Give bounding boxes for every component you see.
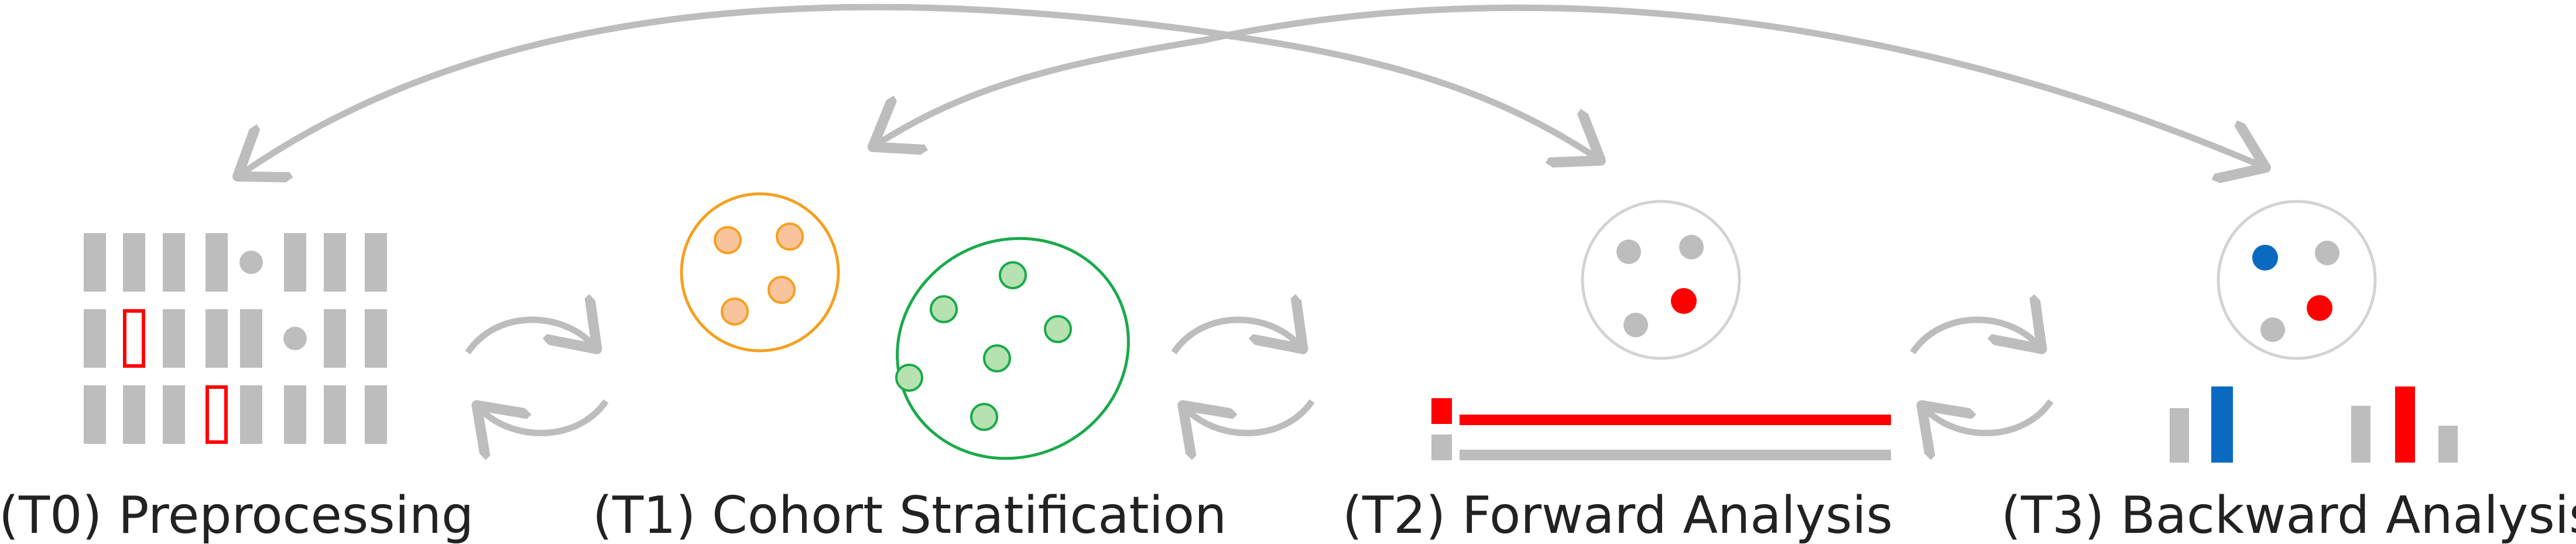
matrix-cell (123, 233, 145, 292)
sample-dot (2260, 317, 2285, 342)
curved-arrow-icon (1199, 4, 2260, 165)
sample-dot (1623, 313, 1648, 337)
sample-dot (895, 364, 923, 392)
matrix-cell (163, 233, 185, 292)
sample-dot (1616, 240, 1641, 264)
matrix-cell (240, 385, 262, 444)
stage-label-t3: (T3) Backward Analysis (2001, 485, 2576, 544)
matrix-missing-value (283, 327, 307, 350)
timeline-bar-gray (1460, 450, 1891, 460)
matrix-cell (240, 309, 262, 368)
bar-blue (2211, 386, 2233, 463)
sample-dot (776, 223, 804, 251)
sample-dot (970, 403, 998, 431)
cohort-cluster-icon (680, 192, 1130, 460)
matrix-cell (284, 385, 306, 444)
matrix-cell (365, 233, 387, 292)
cycle-arrows (465, 320, 2054, 433)
matrix-cell (205, 309, 228, 368)
green-cohort (896, 237, 1130, 460)
matrix-cell (205, 233, 228, 292)
matrix-missing-value (239, 251, 263, 274)
timeline-marker-red (1431, 398, 1452, 424)
cycle-arrows-icon (1171, 320, 1315, 433)
bar (2170, 408, 2189, 463)
sample-dot-highlighted (2307, 295, 2332, 321)
matrix-cell (324, 233, 346, 292)
curved-arrow-icon (1223, 32, 1595, 157)
curved-arrow-icon (243, 4, 1230, 173)
cycle-arrows-icon (1910, 320, 2054, 433)
matrix-cell (284, 233, 306, 292)
sample-dot-blue (2252, 245, 2278, 271)
timeline-bar-red (1460, 415, 1891, 425)
stage-labels: (T0) Preprocessing (T1) Cohort Stratific… (0, 485, 2576, 544)
bar (2438, 426, 2458, 463)
top-arrows (243, 4, 2260, 173)
curved-arrow-icon (1171, 320, 1299, 355)
matrix-cell (84, 385, 106, 444)
matrix-flagged-cell (205, 385, 228, 444)
sample-dot (768, 276, 796, 304)
sample-dots-icon (1581, 200, 1741, 360)
matrix-cell (123, 385, 145, 444)
curved-arrow-icon (1910, 320, 2037, 355)
matrix-cell (365, 385, 387, 444)
sample-dot-highlighted (1671, 288, 1697, 314)
data-matrix-icon (84, 233, 387, 444)
curved-arrow-icon (878, 36, 1207, 143)
sample-dot (2315, 241, 2339, 265)
sample-dots-icon (2217, 200, 2377, 360)
matrix-cell (324, 385, 346, 444)
curved-arrow-icon (465, 320, 592, 355)
backward-analysis-icon (2170, 200, 2458, 463)
sample-dot (721, 297, 749, 326)
bar-chart-icon (2170, 386, 2458, 463)
stage-label-t2: (T2) Forward Analysis (1342, 485, 1893, 544)
matrix-cell (163, 309, 185, 368)
forward-analysis-icon (1431, 200, 1891, 460)
sample-dot (1679, 235, 1704, 259)
sample-dot (714, 226, 742, 254)
matrix-flagged-cell (123, 309, 145, 368)
sample-dot (1044, 315, 1072, 343)
stage-label-t0: (T0) Preprocessing (0, 485, 474, 544)
bar (2351, 406, 2371, 463)
timeline-marker-gray (1431, 434, 1452, 460)
matrix-cell (365, 309, 387, 368)
stage-label-t1: (T1) Cohort Stratification (592, 485, 1227, 544)
matrix-cell (84, 233, 106, 292)
curved-arrow-icon (1926, 399, 2054, 433)
curved-arrow-icon (481, 399, 609, 433)
sample-dot (999, 261, 1027, 289)
matrix-cell (324, 309, 346, 368)
curved-arrow-icon (1187, 399, 1315, 433)
matrix-cell (84, 309, 106, 368)
sample-dot (930, 295, 958, 323)
cycle-arrows-icon (465, 320, 609, 433)
bar-red (2395, 386, 2415, 463)
matrix-cell (163, 385, 185, 444)
sample-dot (983, 344, 1011, 372)
orange-cohort (680, 192, 840, 353)
